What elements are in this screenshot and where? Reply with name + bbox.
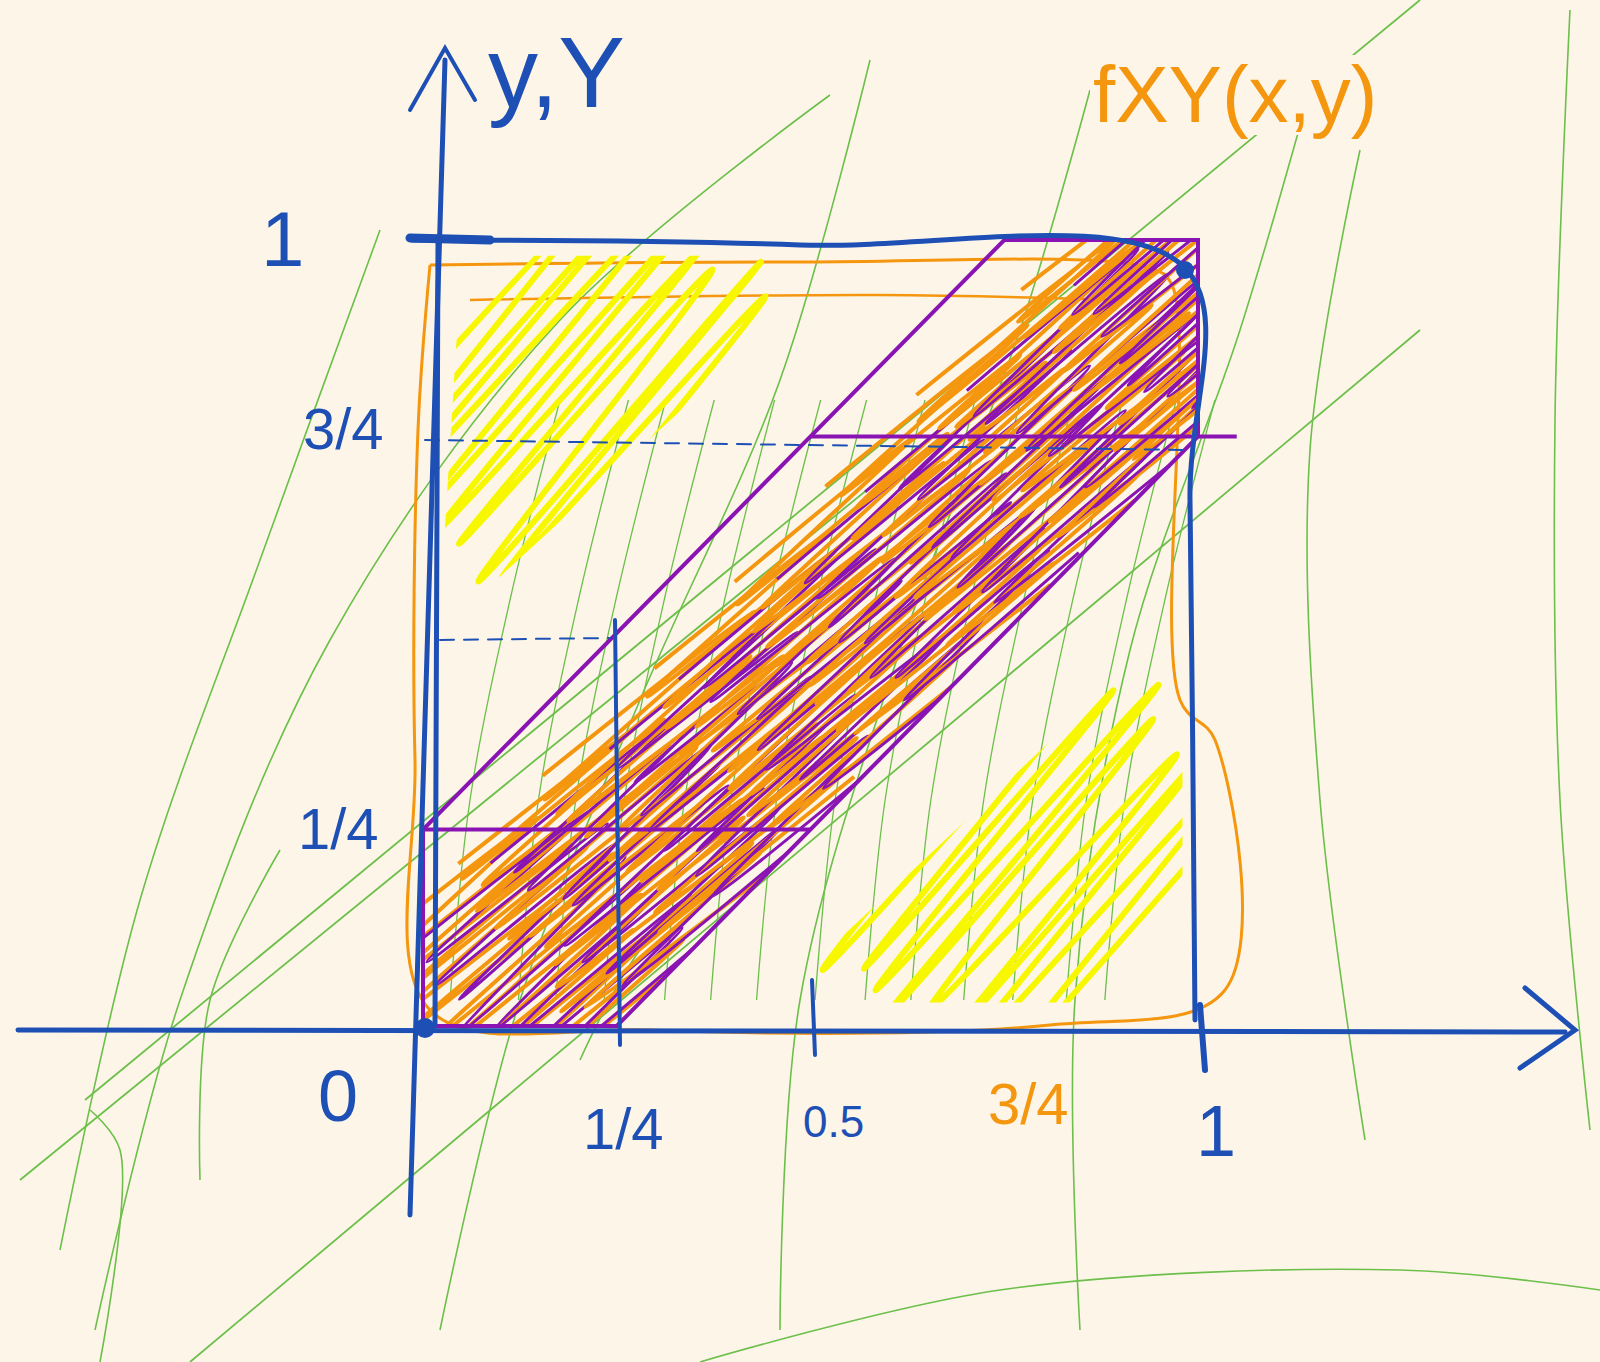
guide-curve: [90, 1110, 123, 1362]
guide-lines: [20, 0, 1600, 1362]
tick-label: 1/4: [295, 800, 382, 858]
guide-curve: [1554, 10, 1590, 1130]
band-step: [811, 435, 1237, 439]
function-label: fXY(x,y): [1090, 55, 1380, 135]
axis-label: y,Y: [485, 22, 628, 122]
diagonal-line: [190, 330, 1420, 1362]
guide-curve: [199, 850, 280, 1180]
tick-label: 1: [1193, 1095, 1239, 1167]
origin-dot: [415, 1018, 435, 1038]
guide-curve: [700, 1269, 1600, 1362]
scribble: [1018, 160, 1338, 460]
guide-curve: [440, 60, 870, 1330]
guide-curve: [95, 95, 830, 1330]
guide-curve: [1307, 150, 1365, 1140]
tick-label: 0: [315, 1060, 361, 1132]
corner-dot: [1176, 261, 1194, 279]
tick-label: 1: [258, 200, 307, 278]
guide-curve: [60, 230, 380, 1250]
band-outline: [423, 240, 1198, 1026]
tick-label: 3/4: [985, 1075, 1072, 1133]
tick-label: 1/4: [580, 1100, 667, 1158]
tick-label: 3/4: [300, 400, 387, 458]
scribble: [967, 249, 1265, 507]
joint-support-band: [364, 147, 1354, 1127]
axes: [18, 48, 1575, 1215]
tick-label: 0.5: [800, 1100, 867, 1144]
diagonal-line: [85, 0, 1420, 1100]
scribble: [1073, 147, 1355, 408]
